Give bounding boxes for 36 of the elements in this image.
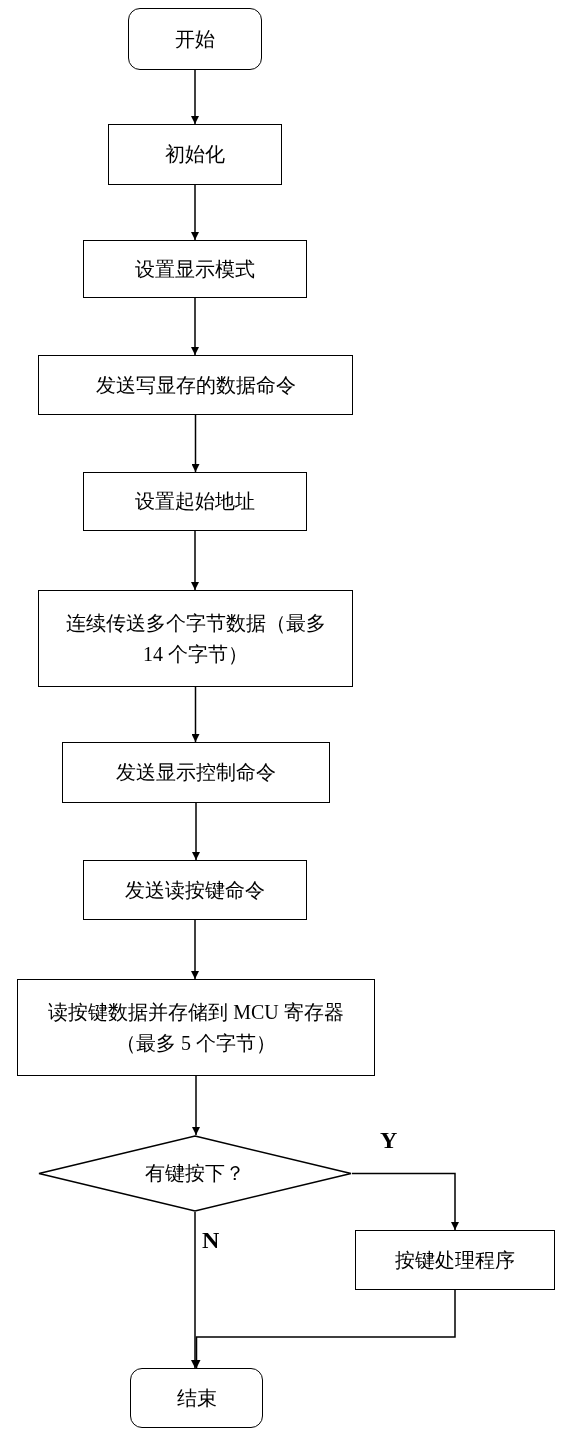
arrow bbox=[191, 1211, 199, 1369]
node-text: 设置显示模式 bbox=[135, 256, 255, 282]
terminal-box bbox=[128, 8, 262, 70]
process-box bbox=[38, 590, 353, 687]
process-box bbox=[83, 860, 307, 920]
node-text: 初始化 bbox=[165, 142, 225, 167]
node-text: 发送读按键命令 bbox=[125, 877, 265, 903]
process-box bbox=[83, 472, 307, 531]
arrow bbox=[351, 1172, 459, 1231]
process-box bbox=[38, 355, 353, 415]
arrow bbox=[191, 919, 199, 980]
process-box bbox=[62, 742, 330, 803]
arrow bbox=[192, 1075, 200, 1136]
decision-diamond bbox=[38, 1135, 352, 1212]
node-text: 开始 bbox=[175, 26, 215, 52]
process-box bbox=[83, 240, 307, 298]
node-text: 结束 bbox=[176, 1385, 217, 1411]
arrow bbox=[191, 686, 200, 743]
process-box bbox=[355, 1230, 555, 1290]
node-text: 发送显示控制命令 bbox=[116, 760, 276, 785]
node-text: 读按键数据并存储到 MCU 寄存器（最多 5 个字节） bbox=[47, 999, 345, 1056]
node-text: 发送写显存的数据命令 bbox=[95, 372, 296, 398]
node-text: 按键处理程序 bbox=[395, 1247, 515, 1273]
process-box bbox=[108, 124, 282, 185]
arrow bbox=[191, 414, 200, 473]
node-text: 设置起始地址 bbox=[135, 489, 255, 514]
arrow bbox=[191, 69, 199, 125]
arrow bbox=[191, 184, 199, 241]
terminal-box bbox=[130, 1368, 263, 1428]
node-text: 连续传送多个字节数据（最多 14 个字节） bbox=[64, 610, 327, 667]
arrow bbox=[192, 802, 200, 861]
node-text: 有键按下？ bbox=[145, 1161, 245, 1186]
arrow bbox=[191, 530, 199, 591]
arrow bbox=[191, 297, 199, 356]
arrow bbox=[192, 1289, 456, 1369]
process-box bbox=[17, 979, 375, 1076]
